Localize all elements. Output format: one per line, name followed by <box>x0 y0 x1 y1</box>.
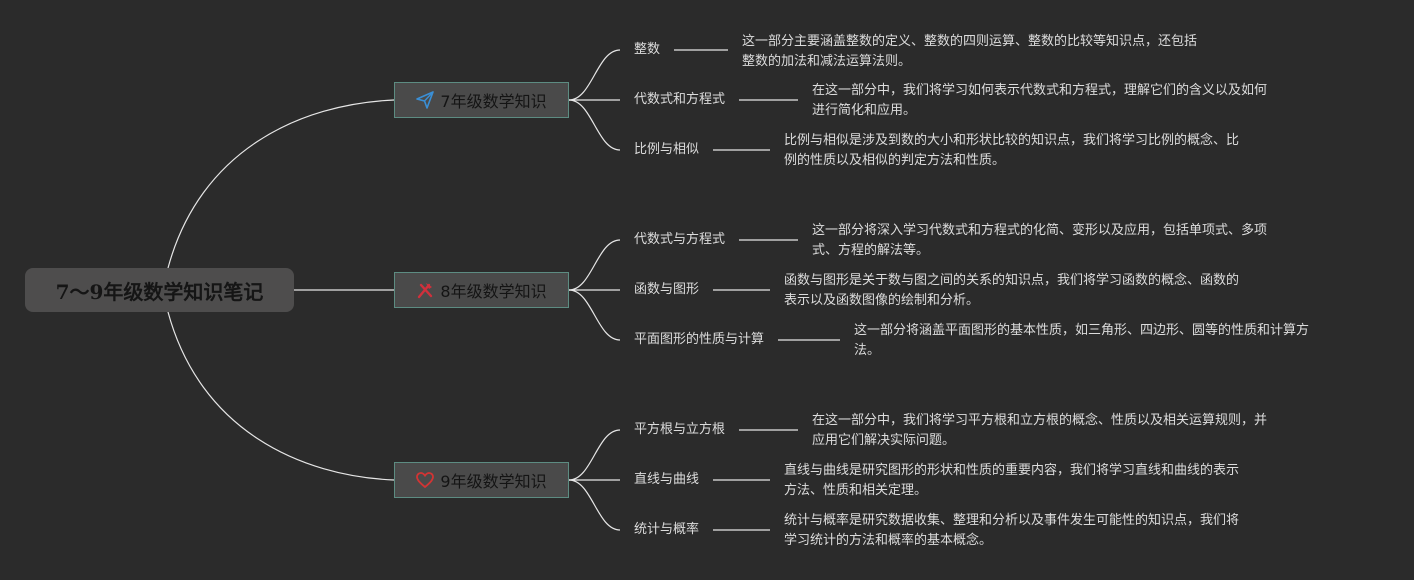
grade-8-node[interactable]: 8年级数学知识 <box>394 272 569 308</box>
topic-algebra-equations[interactable]: 代数式与方程式 <box>634 232 726 247</box>
description-line: 在这一部分中，我们将学习如何表示代数式和方程式，理解它们的含义以及如何 <box>812 83 1268 98</box>
description-line: 法。 <box>854 343 881 358</box>
description-line: 这一部分将涵盖平面图形的基本性质，如三角形、四边形、圆等的性质和计算方 <box>854 323 1310 338</box>
connector-root-grade-7 <box>167 99 395 269</box>
description-line: 进行简化和应用。 <box>812 103 917 118</box>
root-title: 7〜9年级数学知识笔记 <box>55 279 264 304</box>
heart-icon <box>416 471 435 489</box>
description-line: 表示以及函数图像的绘制和分析。 <box>784 293 980 308</box>
description-line: 统计与概率是研究数据收集、整理和分析以及事件发生可能性的知识点，我们将 <box>784 513 1240 528</box>
description-line: 学习统计的方法和概率的基本概念。 <box>784 533 993 548</box>
topic-lines-curves[interactable]: 直线与曲线 <box>634 472 700 487</box>
tools-icon <box>416 281 434 299</box>
topic-integers[interactable]: 整数 <box>634 42 661 57</box>
description-line: 方法、性质和相关定理。 <box>784 483 928 498</box>
description-line: 在这一部分中，我们将学习平方根和立方根的概念、性质以及相关运算规则，并 <box>812 413 1268 428</box>
description-line: 比例与相似是涉及到数的大小和形状比较的知识点，我们将学习比例的概念、比 <box>784 133 1240 148</box>
topic-description: 直线与曲线是研究图形的形状和性质的重要内容，我们将学习直线和曲线的表示 方法、性… <box>784 461 1239 501</box>
description-line: 这一部分主要涵盖整数的定义、整数的四则运算、整数的比较等知识点，还包括 <box>742 34 1198 49</box>
topic-algebraic-expressions-equations[interactable]: 代数式和方程式 <box>634 92 726 107</box>
topic-description: 统计与概率是研究数据收集、整理和分析以及事件发生可能性的知识点，我们将 学习统计… <box>784 511 1239 551</box>
connector-grade-topic <box>568 49 621 101</box>
topic-description: 这一部分将深入学习代数式和方程式的化简、变形以及应用，包括单项式、多项 式、方程… <box>812 221 1267 261</box>
topic-plane-figures[interactable]: 平面图形的性质与计算 <box>634 332 765 347</box>
connector-grade-topic <box>568 289 621 341</box>
grade-7-label: 7年级数学知识 <box>440 92 547 111</box>
topic-description: 这一部分主要涵盖整数的定义、整数的四则运算、整数的比较等知识点，还包括 整数的加… <box>742 32 1197 72</box>
connector-grade-topic <box>568 239 621 291</box>
topic-ratio-similarity[interactable]: 比例与相似 <box>634 142 700 157</box>
connector-root-grade-9 <box>167 311 395 481</box>
connector-grade-topic <box>568 479 621 531</box>
root-node[interactable]: 7〜9年级数学知识笔记 <box>25 268 294 312</box>
description-line: 这一部分将深入学习代数式和方程式的化简、变形以及应用，包括单项式、多项 <box>812 223 1268 238</box>
description-line: 应用它们解决实际问题。 <box>812 433 956 448</box>
grade-9-label: 9年级数学知识 <box>440 472 547 491</box>
topic-statistics-probability[interactable]: 统计与概率 <box>634 522 700 537</box>
connector-grade-topic <box>568 99 621 151</box>
description-line: 整数的加法和减法运算法则。 <box>742 54 912 69</box>
topic-functions-graphs[interactable]: 函数与图形 <box>634 282 700 297</box>
topic-description: 这一部分将涵盖平面图形的基本性质，如三角形、四边形、圆等的性质和计算方 法。 <box>854 321 1309 361</box>
connector-grade-topic <box>568 429 621 481</box>
description-line: 直线与曲线是研究图形的形状和性质的重要内容，我们将学习直线和曲线的表示 <box>784 463 1240 478</box>
topic-description: 函数与图形是关于数与图之间的关系的知识点，我们将学习函数的概念、函数的 表示以及… <box>784 271 1239 311</box>
description-line: 式、方程的解法等。 <box>812 243 930 258</box>
topic-description: 在这一部分中，我们将学习平方根和立方根的概念、性质以及相关运算规则，并 应用它们… <box>812 411 1267 451</box>
grade-9-node[interactable]: 9年级数学知识 <box>394 462 569 498</box>
topic-square-cube-roots[interactable]: 平方根与立方根 <box>634 422 726 437</box>
description-line: 函数与图形是关于数与图之间的关系的知识点，我们将学习函数的概念、函数的 <box>784 273 1240 288</box>
grade-7-node[interactable]: 7年级数学知识 <box>394 82 569 118</box>
grade-8-label: 8年级数学知识 <box>440 282 547 301</box>
paper-plane-icon <box>416 91 435 109</box>
topic-description: 在这一部分中，我们将学习如何表示代数式和方程式，理解它们的含义以及如何 进行简化… <box>812 81 1267 121</box>
topic-description: 比例与相似是涉及到数的大小和形状比较的知识点，我们将学习比例的概念、比 例的性质… <box>784 131 1239 171</box>
description-line: 例的性质以及相似的判定方法和性质。 <box>784 153 1006 168</box>
